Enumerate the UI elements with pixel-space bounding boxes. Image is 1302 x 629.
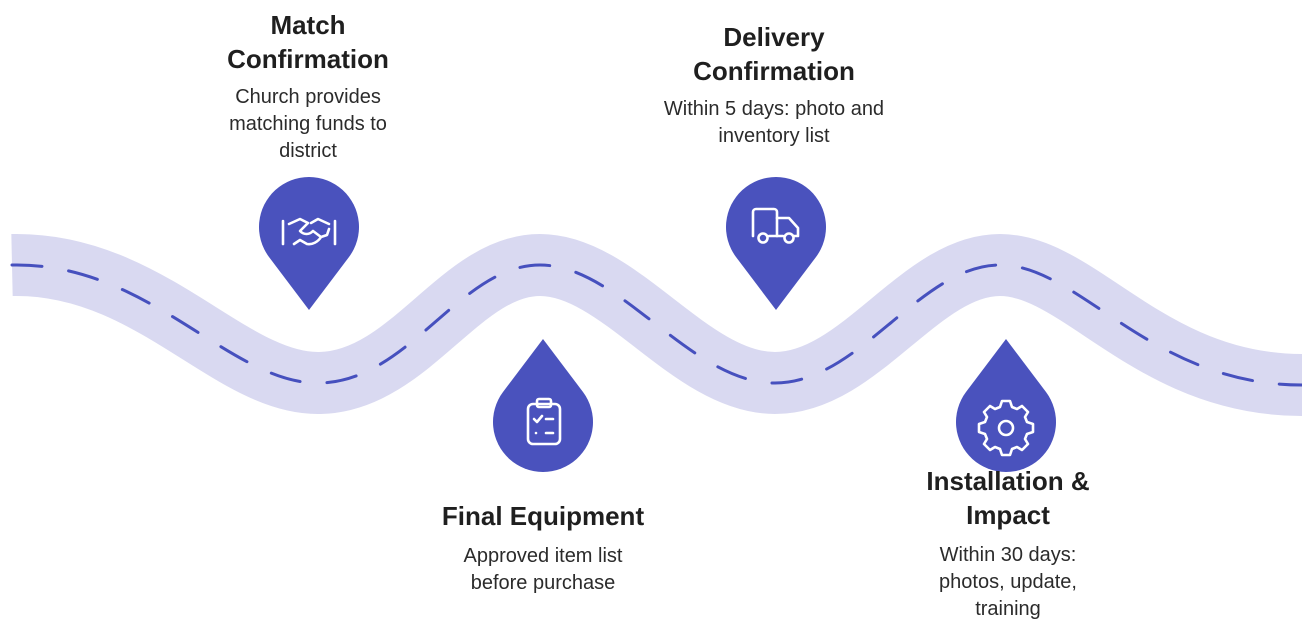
pin-delivery-confirmation: [726, 176, 826, 310]
pin-installation-impact: [956, 339, 1056, 472]
clipboard-checklist-icon: [526, 397, 562, 446]
pin-marker: [492, 339, 593, 472]
milestone-description: Within 5 days: photo and inventory list: [663, 98, 885, 147]
pin-marker: [726, 176, 826, 310]
handshake-icon: [281, 217, 337, 246]
milestone-title: Installation & Impact: [926, 466, 1090, 530]
pin-match-confirmation: [259, 176, 359, 310]
milestone-title: Final Equipment: [441, 501, 645, 531]
road-center-dashes: [10, 263, 1302, 387]
winding-road: [11, 233, 1302, 416]
milestone-description: Church provides matching funds to distri…: [229, 86, 387, 162]
milestone-final-equipment: Final Equipment Approved item list befor…: [418, 499, 668, 597]
milestone-match-confirmation: Match Confirmation Church provides match…: [198, 8, 418, 165]
milestone-title: Match Confirmation: [227, 10, 389, 74]
milestone-title: Delivery Confirmation: [693, 22, 855, 86]
milestone-description: Within 30 days: photos, update, training: [939, 544, 1077, 620]
milestone-installation-impact: Installation & Impact Within 30 days: ph…: [896, 464, 1120, 623]
milestone-description: Approved item list before purchase: [463, 545, 623, 594]
gear-icon: [977, 399, 1035, 457]
pin-final-equipment: [492, 339, 593, 472]
milestone-delivery-confirmation: Delivery Confirmation Within 5 days: pho…: [658, 20, 890, 150]
pin-marker: [956, 339, 1056, 472]
truck-icon: [751, 207, 800, 244]
